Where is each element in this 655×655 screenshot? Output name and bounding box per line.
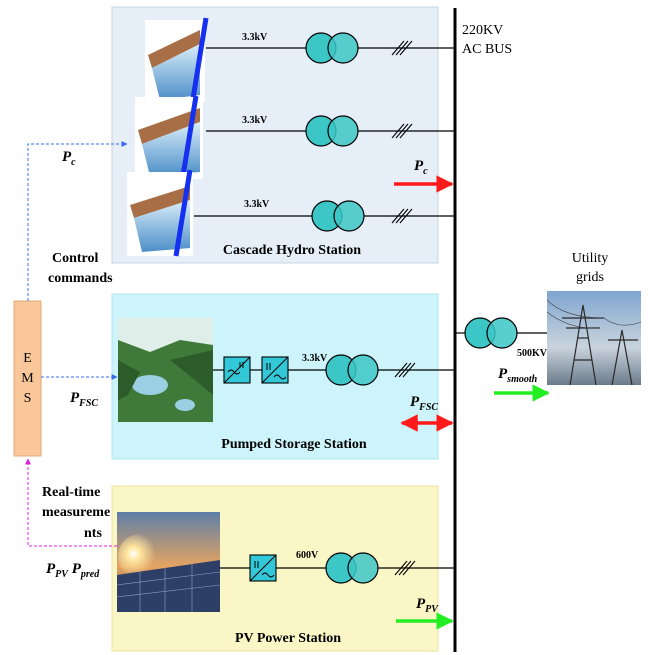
ppv-power-label: PPV <box>416 596 439 615</box>
hydro-feeder-3: 3.3kV <box>194 199 455 232</box>
transformer-icon <box>305 32 359 64</box>
converter-icon <box>223 356 251 384</box>
dam-icon <box>127 169 193 257</box>
breaker-slash-icon <box>391 40 413 56</box>
breaker-slash-icon <box>391 123 413 139</box>
transformer-icon <box>325 354 379 386</box>
breaker-slash-icon <box>394 362 416 378</box>
pylon-icon <box>546 291 642 386</box>
control-commands-label-2: commands <box>48 271 113 286</box>
transformer-icon <box>325 552 379 584</box>
ppv-ppred-label: PPV Ppred <box>46 561 100 580</box>
ems-letter-e: E <box>23 351 32 366</box>
converter-icon <box>249 554 277 582</box>
pc-power-label: Pc <box>414 158 428 177</box>
pc-control-path <box>27 141 128 301</box>
pumped-voltage: 3.3kV <box>302 353 328 364</box>
breaker-slash-icon <box>391 208 413 224</box>
dam-icon <box>145 17 209 106</box>
psmooth-power-label: Psmooth <box>498 366 538 385</box>
measure-label-2: measureme <box>42 505 110 520</box>
ems-letter-s: S <box>24 391 32 406</box>
transformer-icon <box>305 115 359 147</box>
converter-icon <box>261 356 289 384</box>
pfsc-command-label: PFSC <box>70 390 98 409</box>
measure-label-3: nts <box>84 526 102 541</box>
pv-voltage: 600V <box>296 550 319 561</box>
dam-icon <box>135 95 203 183</box>
pc-command-label: Pc <box>62 149 76 168</box>
solar-panel-icon <box>116 512 221 612</box>
hydro-station-title: Cascade Hydro Station <box>223 243 361 258</box>
grid-label-1: Utility <box>572 251 609 266</box>
grid-voltage: 500KV <box>517 348 548 359</box>
breaker-slash-icon <box>394 560 416 576</box>
bus-label-line2: AC BUS <box>462 42 512 57</box>
hydro-feeder-1: 3.3kV <box>206 32 455 64</box>
control-commands-label-1: Control <box>52 251 99 266</box>
transformer-icon <box>464 317 518 349</box>
hydro-voltage-2: 3.3kV <box>242 115 268 126</box>
measure-label-1: Real-time <box>42 485 100 500</box>
forest-icon <box>118 318 213 422</box>
measurement-path <box>25 458 117 547</box>
grid-label-2: grids <box>576 270 604 285</box>
hydro-voltage-1: 3.3kV <box>242 32 268 43</box>
pv-station-title: PV Power Station <box>235 631 341 646</box>
hydro-feeder-2: 3.3kV <box>206 115 455 147</box>
ems-letter-m: M <box>21 371 34 386</box>
bus-label-line1: 220KV <box>462 23 503 38</box>
pfsc-power-label: PFSC <box>410 394 438 413</box>
pumped-station-title: Pumped Storage Station <box>221 437 367 452</box>
transformer-icon <box>311 200 365 232</box>
hydro-voltage-3: 3.3kV <box>244 199 270 210</box>
